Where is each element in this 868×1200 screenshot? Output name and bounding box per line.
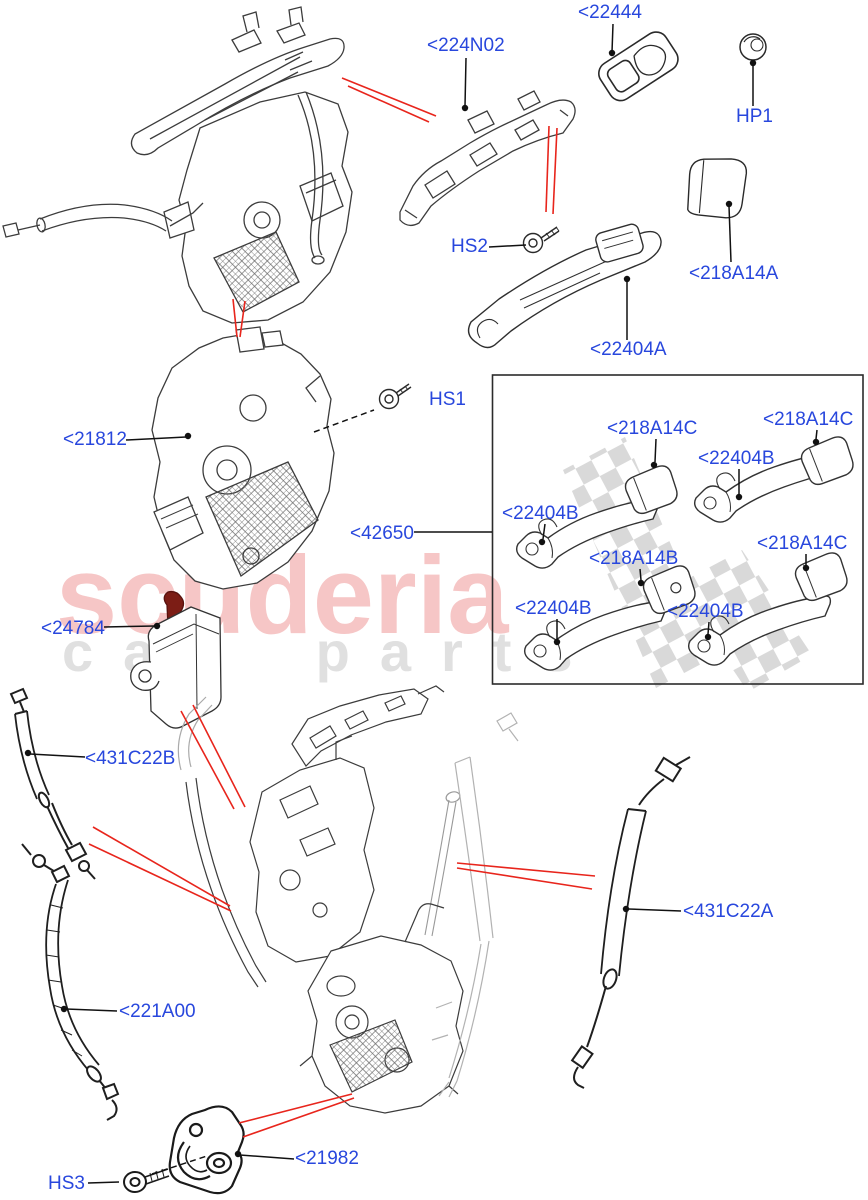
cable-431C22A-drawing [570, 756, 691, 1089]
part-label-22404A[interactable]: <22404A [590, 339, 667, 360]
part-label-42650[interactable]: <42650 [350, 523, 414, 544]
part-label-221A00[interactable]: <221A00 [119, 1001, 196, 1022]
striker-21982-drawing [168, 1105, 245, 1195]
part-label-431C22B[interactable]: <431C22B [85, 748, 176, 769]
front-latch-assembly-drawing [2, 6, 353, 324]
end-cap-218A14A-drawing [687, 158, 748, 219]
door-handle-22404A-drawing [467, 223, 662, 349]
part-label-22404B[interactable]: <22404B [667, 601, 744, 622]
part-label-24784[interactable]: <24784 [41, 618, 105, 639]
part-label-218A14B[interactable]: <218A14B [589, 548, 679, 569]
part-label-HS2[interactable]: HS2 [451, 236, 488, 257]
part-label-431C22A[interactable]: <431C22A [683, 901, 774, 922]
part-label-218A14A[interactable]: <218A14A [689, 263, 779, 284]
part-label-21982[interactable]: <21982 [295, 1148, 359, 1169]
part-label-224N02[interactable]: <224N02 [427, 35, 505, 56]
lock-cover-24784-drawing [130, 590, 222, 729]
bolt-HS3-drawing [123, 1168, 170, 1193]
screw-HS1-drawing [378, 383, 412, 410]
part-label-22404B[interactable]: <22404B [698, 448, 775, 469]
red-callout-lines [88, 77, 596, 1138]
part-label-HS1[interactable]: HS1 [429, 389, 466, 410]
door-carrier-assembly-drawing [177, 685, 464, 1114]
escutcheon-22444-drawing [598, 31, 679, 102]
kit-box-border [491, 374, 864, 685]
part-label-HS3[interactable]: HS3 [48, 1173, 85, 1194]
part-label-22444[interactable]: <22444 [578, 2, 642, 23]
kit-end-cap-drawing [791, 549, 851, 605]
cap-HP1-drawing [739, 33, 767, 61]
screw-HS2-drawing [522, 226, 560, 254]
part-label-HP1[interactable]: HP1 [736, 106, 773, 127]
part-label-218A14C[interactable]: <218A14C [757, 533, 848, 554]
part-label-22404B[interactable]: <22404B [515, 598, 592, 619]
handle-kit-box-42650 [491, 374, 864, 692]
part-label-218A14C[interactable]: <218A14C [763, 409, 854, 430]
cable-221A00-drawing [21, 843, 120, 1121]
part-label-22404B[interactable]: <22404B [502, 503, 579, 524]
part-label-21812[interactable]: <21812 [63, 429, 127, 450]
leader-lines [24, 23, 820, 1184]
part-label-218A14C[interactable]: <218A14C [607, 418, 698, 439]
cable-431C22B-drawing [9, 687, 96, 880]
rear-latch-21812-drawing [151, 326, 335, 590]
ghost-cable-drawing [431, 712, 519, 1098]
checkered-flag-watermark [563, 437, 718, 688]
handle-reinforcement-224N02-drawing [399, 90, 576, 227]
